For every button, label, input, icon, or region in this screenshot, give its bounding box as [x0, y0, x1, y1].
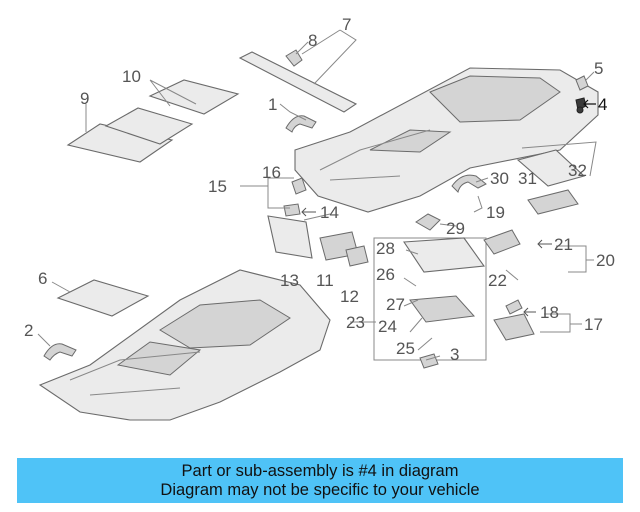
callout-2: 2: [24, 321, 33, 340]
callout-3: 3: [450, 345, 459, 364]
callout-21: 21: [554, 235, 573, 254]
part-29-knob: [415, 213, 441, 231]
part-30-grip: [451, 174, 487, 193]
part-2-handle: [43, 343, 77, 361]
part-5-clip: [575, 75, 589, 91]
part-32-lens: [527, 189, 579, 215]
callout-22: 22: [488, 271, 507, 290]
part-7-strip: [238, 51, 358, 113]
arrows: [301, 99, 596, 317]
callout-20: 20: [596, 251, 615, 270]
banner-line-2: Diagram may not be specific to your vehi…: [160, 480, 480, 499]
part-6-frame: [56, 279, 150, 317]
part-14-clip: [283, 203, 301, 217]
callout-16: 16: [262, 163, 281, 182]
part-22-lamp: [483, 229, 521, 255]
callout-29: 29: [446, 219, 465, 238]
part-17-lamp: [493, 313, 535, 341]
part-10-pad: [104, 107, 194, 145]
callout-18: 18: [540, 303, 559, 322]
headliner-lower: [38, 269, 331, 421]
part-12-box: [345, 245, 369, 267]
part-31-console: [516, 149, 586, 187]
headliner-upper: [294, 67, 599, 213]
callout-12: 12: [340, 287, 359, 306]
callout-10: 10: [122, 67, 141, 86]
callout-4: 4: [598, 95, 607, 114]
callout-25: 25: [396, 339, 415, 358]
callout-26: 26: [376, 265, 395, 284]
callout-23: 23: [346, 313, 365, 332]
part-18-bulb: [505, 299, 523, 315]
banner-line-1: Part or sub-assembly is #4 in diagram: [181, 461, 459, 480]
info-banner: Part or sub-assembly is #4 in diagram Di…: [17, 458, 623, 503]
callout-14: 14: [320, 203, 339, 222]
callout-7: 7: [342, 15, 351, 34]
callout-9: 9: [80, 89, 89, 108]
callout-28: 28: [376, 239, 395, 258]
callout-30: 30: [490, 169, 509, 188]
callout-27: 27: [386, 295, 405, 314]
callout-11: 11: [316, 271, 334, 290]
part-16-clip: [291, 177, 307, 195]
part-1-handle: [285, 115, 317, 133]
console-group-23: [373, 237, 487, 369]
callout-6: 6: [38, 269, 47, 288]
callout-19: 19: [486, 203, 505, 222]
part-10-pad-b: [148, 79, 240, 115]
callout-31: 31: [518, 169, 537, 188]
callout-24: 24: [378, 317, 397, 336]
callout-8: 8: [308, 31, 317, 50]
callout-32: 32: [568, 161, 587, 180]
callouts: 1 2 3 4 5 6 7 8 9 10 11 12 13 14 15 16 1…: [24, 15, 615, 364]
part-9-pad: [66, 123, 174, 163]
callout-17: 17: [584, 315, 603, 334]
part-13-visor: [267, 215, 313, 259]
callout-13: 13: [280, 271, 299, 290]
callout-5: 5: [594, 59, 603, 78]
callout-1: 1: [268, 95, 277, 114]
leader-lines: [37, 29, 597, 361]
callout-15: 15: [208, 177, 227, 196]
part-8-clip: [285, 49, 303, 67]
